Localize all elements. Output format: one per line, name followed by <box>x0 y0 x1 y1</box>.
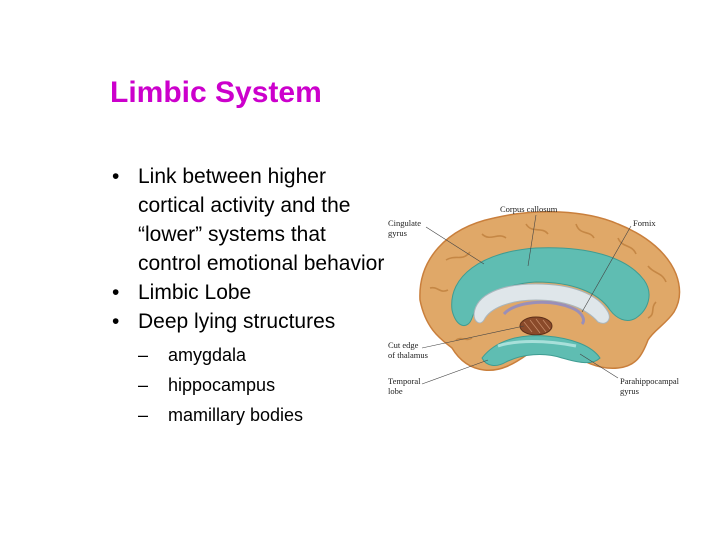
fornix-shape <box>502 300 586 326</box>
bullet-text: Link between higher cortical activity an… <box>138 165 385 275</box>
corpus-callosum-shape <box>473 283 610 324</box>
label-temporal-line2: lobe <box>388 386 403 396</box>
label-cingulate-line2: gyrus <box>388 228 407 238</box>
label-corpus-callosum: Corpus callosum <box>500 204 558 214</box>
bullet-item: • Link between higher cortical activity … <box>112 162 392 278</box>
thalamus-hatching <box>523 318 551 334</box>
bullet-marker: • <box>112 281 120 304</box>
bullet-text: Deep lying structures <box>138 310 336 333</box>
sub-bullet-item: – hippocampus <box>138 370 392 400</box>
sub-bullet-marker: – <box>138 345 149 365</box>
bullet-marker: • <box>112 310 120 333</box>
leader-lines <box>421 214 632 385</box>
label-cut-edge-line2: of thalamus <box>388 350 428 360</box>
bullet-item: • Limbic Lobe <box>112 278 392 307</box>
sub-bullet-marker: – <box>138 405 149 425</box>
bullet-item: • Deep lying structures – amygdala – hip… <box>112 307 392 430</box>
label-parahippocampal-line2: gyrus <box>620 386 639 396</box>
label-parahippocampal-line1: Parahippocampal <box>620 376 680 386</box>
sub-bullet-text: amygdala <box>168 345 247 365</box>
label-temporal-line1: Temporal <box>388 376 421 386</box>
sub-bullet-marker: – <box>138 375 149 395</box>
label-cingulate-line1: Cingulate <box>388 218 421 228</box>
sub-bullet-item: – mamillary bodies <box>138 400 392 430</box>
bullet-list: • Link between higher cortical activity … <box>112 162 392 430</box>
limbic-inner-highlight <box>497 340 577 348</box>
label-cut-edge-line1: Cut edge <box>388 340 419 350</box>
sub-bullet-list: – amygdala – hippocampus – mamillary bod… <box>138 340 392 430</box>
slide-title: Limbic System <box>110 76 322 109</box>
sub-bullet-item: – amygdala <box>138 340 392 370</box>
bullet-text: Limbic Lobe <box>138 281 252 304</box>
sub-bullet-text: hippocampus <box>168 375 276 395</box>
limbic-brain-diagram: Cingulate gyrus Corpus callosum Fornix C… <box>388 204 681 396</box>
sub-bullet-text: mamillary bodies <box>168 405 304 425</box>
bullet-marker: • <box>112 165 120 188</box>
label-fornix: Fornix <box>633 218 656 228</box>
